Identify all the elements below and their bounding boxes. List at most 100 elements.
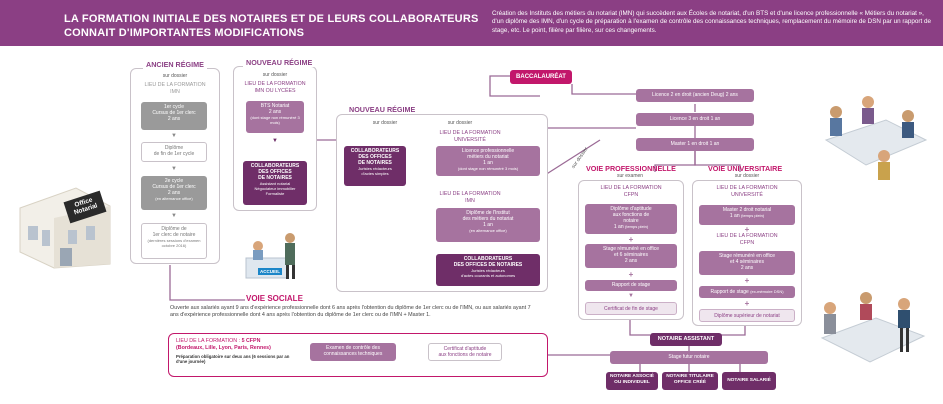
ancien-2e-cycle-note: (en alternance office) (155, 196, 193, 201)
plus-icon: + (628, 235, 634, 244)
voie-universitaire-title: VOIE UNIVERSITAIRE (708, 164, 783, 173)
arrow-down-icon: ▼ (628, 293, 634, 299)
collaborateurs-bts-label: COLLABORATEURS DES OFFICES DE NOTAIRES (250, 163, 300, 181)
pro-diplome-aptitude: Diplôme d'aptitude aux fonctions de nota… (585, 204, 677, 234)
master-1-droit: Master 1 en droit 1 an (636, 138, 754, 151)
ancien-1er-cycle: 1er cycle Cursus de 1er clerc 2 ans (141, 102, 207, 130)
ancien-diplome-1er-clerc: Diplôme de 1er clerc de notaire (dernièr… (141, 223, 207, 259)
voie-professionnelle-title: VOIE PROFESSIONNELLE (586, 164, 676, 173)
page-title: LA FORMATION INITIALE DES NOTAIRES ET DE… (64, 12, 484, 40)
bts-notariat-label: BTS Notariat 2 ans (260, 103, 290, 115)
bts-notariat: BTS Notariat 2 ans (dont stage non rémun… (246, 101, 304, 133)
diplome-imn-label: Diplôme de l'Institut des métiers du not… (462, 210, 514, 228)
univ-lieu-label-1: LIEU DE LA FORMATION (716, 185, 778, 191)
meeting-illustration-bottom (806, 282, 934, 382)
nouveau1-lieu-label: LIEU DE LA FORMATION (244, 81, 306, 87)
univ-rapport-stage: Rapport de stage (ex-mémoire DSN) (699, 286, 795, 298)
licence-pro-label: Licence professionnelle métiers du notar… (461, 148, 515, 166)
nouveau2-lieu-label-1: LIEU DE LA FORMATION (439, 130, 501, 136)
nouveau2-lieu-2: IMN (465, 198, 475, 204)
univ-rapport-note: (ex-mémoire DSN) (750, 289, 784, 294)
nouveau2-sur-dossier: sur dossier (372, 120, 398, 126)
certificat-aptitude-sociale: Certificat d'aptitude aux fonctions de n… (428, 343, 502, 361)
ancien-2e-cycle: 2e cycle Cursus de 1er clerc 2 ans (en a… (141, 176, 207, 210)
nouveau2-lieu-label-2: LIEU DE LA FORMATION (439, 191, 501, 197)
pro-sur-examen: sur examen (616, 173, 644, 179)
reception-desk-icon (245, 233, 295, 279)
collaborateurs-imn-label: COLLABORATEURS DES OFFICES DE NOTAIRES (453, 256, 523, 268)
ancien-lieu-label: LIEU DE LA FORMATION (144, 82, 206, 88)
ancien-diplome-1er-clerc-note: (dernières sessions d'examen octobre 201… (147, 238, 201, 248)
sociale-lieu-value: 5 CFPN (241, 338, 261, 344)
collaborateurs-bts: COLLABORATEURS DES OFFICES DE NOTAIRES A… (243, 161, 307, 205)
collaborateurs-imn: COLLABORATEURS DES OFFICES DE NOTAIRES J… (436, 254, 540, 286)
arrow-down-icon: ▼ (272, 138, 278, 144)
master-2-note: (temps plein) (741, 213, 765, 218)
sociale-lieu-label: LIEU DE LA FORMATION : (176, 338, 241, 344)
ancien-diplome-1er-cycle: Diplôme de fin de 1er cycle (141, 142, 207, 162)
collaborateurs-licence: COLLABORATEURS DES OFFICES DE NOTAIRES J… (344, 146, 406, 186)
collaborateurs-bts-note: Assistant notarial Négociateur immobilie… (254, 181, 296, 196)
collaborateurs-licence-note: Juristes rédacteurs d'actes simples (358, 166, 392, 176)
pro-rapport-stage: Rapport de stage (585, 280, 677, 291)
arrow-down-icon: ▼ (171, 166, 177, 172)
licence-pro: Licence professionnelle métiers du notar… (436, 146, 540, 176)
nouveau1-lieu: IMN ou Lycées (254, 88, 296, 94)
ancien-diplome-1er-clerc-label: Diplôme de 1er clerc de notaire (152, 226, 196, 238)
pro-diplome-aptitude-label: Diplôme d'aptitude aux fonctions de nota… (610, 206, 652, 230)
title-line-1: LA FORMATION INITIALE DES NOTAIRES ET DE… (64, 13, 479, 25)
meeting-table-icon (824, 96, 928, 180)
plus-icon: + (744, 299, 750, 308)
univ-sur-dossier: sur dossier (734, 173, 760, 179)
nouveau-regime-title-2: NOUVEAU RÉGIME (346, 105, 419, 114)
diplome-imn: Diplôme de l'Institut des métiers du not… (436, 208, 540, 242)
header-banner (0, 0, 943, 46)
accueil-illustration: ACCUEIL (238, 228, 304, 286)
arrow-down-icon: ▼ (171, 133, 177, 139)
licence-3-droit: Licence 3 en droit 1 an (636, 113, 754, 126)
ancien-2e-cycle-label: 2e cycle Cursus de 1er clerc 2 ans (152, 178, 196, 196)
pro-diplome-aptitude-note: (temps plein) (625, 224, 649, 229)
collaborateurs-licence-label: COLLABORATEURS DES OFFICES DE NOTAIRES (350, 148, 400, 166)
notaire-assistant: NOTAIRE ASSISTANT (650, 333, 722, 346)
notaire-salarie: NOTAIRE SALARIÉ (722, 372, 776, 390)
plus-icon: + (628, 270, 634, 279)
master-2-label: Master 2 droit notarial 1 an (722, 207, 772, 219)
sociale-preparation: Préparation obligatoire sur deux ans (6 … (176, 354, 290, 365)
sociale-cities: (Bordeaux, Lille, Lyon, Paris, Rennes) (176, 344, 271, 351)
meeting-illustration-top (806, 90, 934, 185)
ancien-lieu: IMN (170, 89, 180, 95)
office-building-illustration: Office Notarial (14, 178, 114, 270)
voie-sociale-text: Ouverte aux salariés ayant 9 ans d'expér… (170, 305, 531, 318)
notaire-titulaire: NOTAIRE TITULAIRE OFFICE CRÉÉ (662, 372, 718, 390)
univ-lieu-2: CFPN (739, 240, 755, 246)
univ-lieu-1: UNIVERSITÉ (731, 192, 763, 198)
univ-stage: Stage rémunéré en office et 4 séminaires… (699, 251, 795, 275)
nouveau2-sur-dossier-2: sur dossier (447, 120, 473, 126)
collaborateurs-imn-note: Juristes rédacteurs d'actes courants et … (460, 268, 516, 278)
examen-controle-connaissances: Examen de contrôle des connaissances tec… (310, 343, 396, 361)
pro-stage: Stage rémunéré en office et 6 séminaires… (585, 244, 677, 268)
pro-certificat-fin-stage: Certificat de fin de stage (585, 302, 677, 315)
ancien-sur-dossier: sur dossier (162, 73, 188, 79)
pro-lieu-label: LIEU DE LA FORMATION (600, 185, 662, 191)
pro-lieu: CFPN (623, 192, 639, 198)
nouveau2-lieu-1: UNIVERSITÉ (454, 137, 486, 143)
ancien-regime-title: ANCIEN RÉGIME (143, 60, 207, 69)
diplome-superieur-notariat: Diplôme supérieur de notariat (699, 309, 795, 322)
nouveau1-sur-dossier: sur dossier (262, 72, 288, 78)
plus-icon: + (744, 225, 750, 234)
bts-notariat-note: (dont stage non rémunéré 3 mois) (250, 115, 300, 125)
nouveau-regime-title-1: NOUVEAU RÉGIME (243, 58, 316, 67)
notaire-associe: NOTAIRE ASSOCIÉ OU INDIVIDUEL (606, 372, 658, 390)
accueil-sign: ACCUEIL (258, 268, 282, 275)
arrow-down-icon: ▼ (171, 213, 177, 219)
diplome-imn-note: (en alternance office) (469, 228, 507, 233)
plus-icon: + (744, 276, 750, 285)
univ-rapport-label: Rapport de stage (710, 289, 749, 295)
baccalaureat: BACCALAURÉAT (510, 70, 572, 84)
master-2-droit-notarial: Master 2 droit notarial 1 an (temps plei… (699, 205, 795, 225)
licence-2-droit: Licence 2 en droit (ancien Deug) 2 ans (636, 89, 754, 102)
stage-futur-notaire: Stage futur notaire (610, 351, 768, 364)
